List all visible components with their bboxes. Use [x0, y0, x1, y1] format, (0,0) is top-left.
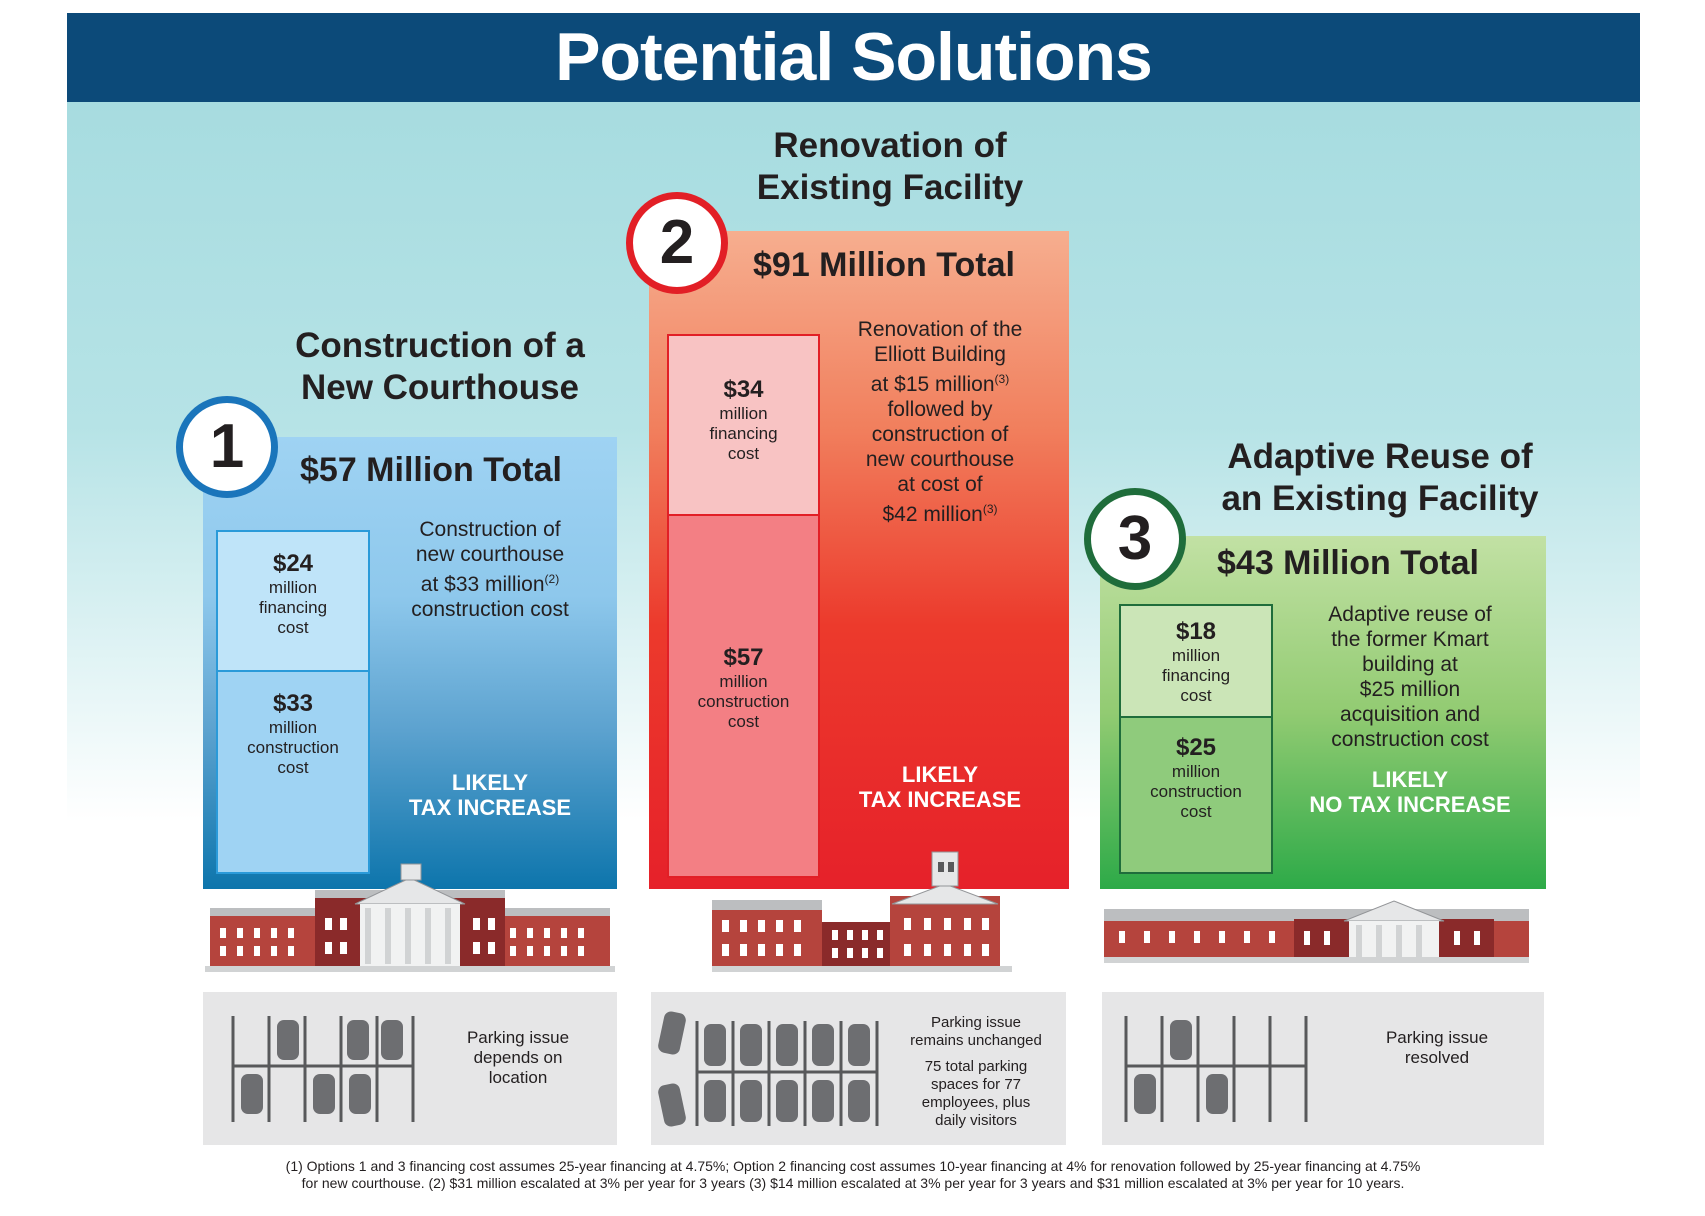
option-2-cost-bar: $34 million financing cost $57 million c…: [667, 334, 820, 878]
option-2-description: Renovation of the Elliott Building at $1…: [857, 318, 1023, 526]
header-banner: Potential Solutions: [67, 13, 1640, 102]
courthouse-building-icon: [712, 848, 1012, 978]
courthouse-building-icon: [205, 858, 615, 978]
option-3-construction-block: $25 million construction cost: [1121, 718, 1271, 872]
option-2-title: Renovation of Existing Facility: [756, 126, 1024, 207]
option-1-parking-panel: Parking issue depends on location: [203, 992, 617, 1145]
option-3-tax-label: LIKELY NO TAX INCREASE: [1309, 767, 1511, 817]
option-2-financing-block: $34 million financing cost: [669, 336, 818, 516]
option-1-cost-bar: $24 million financing cost $33 million c…: [216, 530, 370, 874]
option-2-number-badge: 2: [626, 192, 728, 294]
option-1-title: Construction of a New Courthouse: [295, 326, 585, 407]
footnote: (1) Options 1 and 3 financing cost assum…: [285, 1158, 1421, 1191]
option-1-construction-block: $33 million construction cost: [218, 672, 368, 872]
option-2-parking-text: Parking issue remains unchanged 75 total…: [910, 1014, 1042, 1129]
option-3-cost-bar: $18 million financing cost $25 million c…: [1119, 604, 1273, 874]
option-1-tax-label: LIKELY TAX INCREASE: [408, 770, 572, 820]
option-3-parking-text: Parking issue resolved: [1385, 1028, 1489, 1067]
car-icon: [241, 1020, 403, 1114]
courthouse-building-icon: [1104, 895, 1534, 970]
parking-lot-icon: [1124, 1014, 1324, 1124]
car-icon: [1134, 1020, 1228, 1114]
option-1-number-badge: 1: [176, 396, 278, 498]
option-1-description: Construction of new courthouse at $33 mi…: [411, 518, 569, 621]
option-1-parking-text: Parking issue depends on location: [466, 1028, 570, 1087]
parking-lot-icon: [657, 1006, 887, 1136]
option-3-number-badge: 3: [1084, 488, 1186, 590]
option-2-parking-panel: Parking issue remains unchanged 75 total…: [651, 992, 1066, 1145]
option-3-total: $43 Million Total: [1217, 544, 1479, 582]
option-2-construction-block: $57 million construction cost: [669, 516, 818, 876]
option-2-total: $91 Million Total: [753, 246, 1015, 284]
parking-lot-icon: [231, 1014, 431, 1124]
option-3-financing-block: $18 million financing cost: [1121, 606, 1271, 718]
page-title: Potential Solutions: [555, 19, 1153, 95]
option-3-description: Adaptive reuse of the former Kmart build…: [1328, 603, 1492, 751]
option-1-financing-block: $24 million financing cost: [218, 532, 368, 672]
car-icon: [658, 1011, 870, 1127]
option-3-title: Adaptive Reuse of an Existing Facility: [1221, 437, 1539, 518]
option-3-parking-panel: Parking issue resolved: [1102, 992, 1544, 1145]
option-2-tax-label: LIKELY TAX INCREASE: [858, 762, 1022, 812]
option-1-total: $57 Million Total: [300, 451, 562, 489]
